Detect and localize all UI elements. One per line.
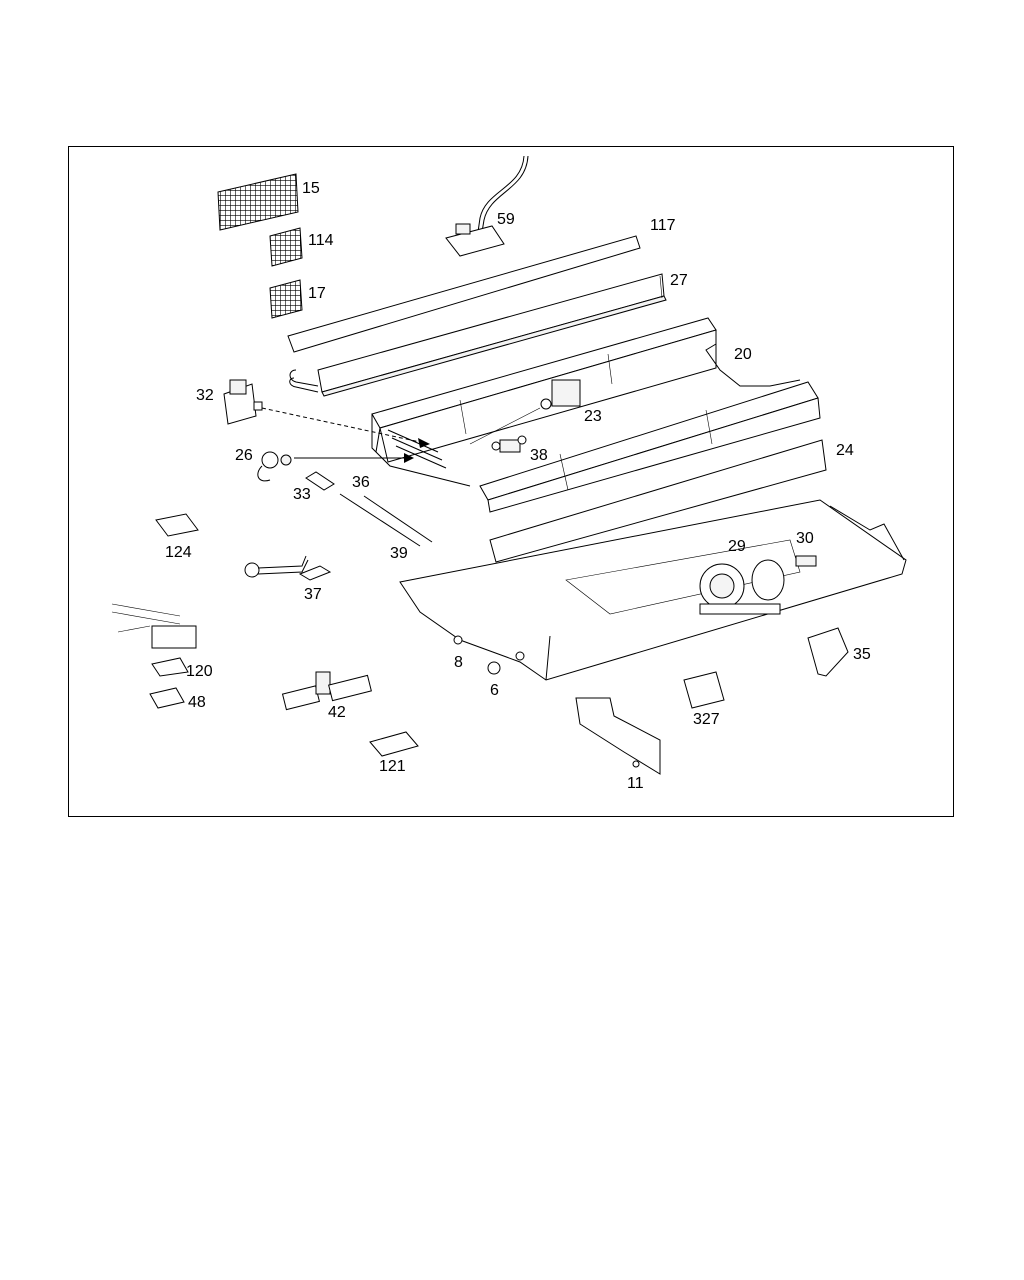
callout-26: 26 bbox=[235, 447, 253, 464]
part-38-valve bbox=[491, 435, 527, 453]
callout-42: 42 bbox=[328, 704, 346, 721]
callout-117: 117 bbox=[650, 217, 676, 234]
part-15-filter-mesh bbox=[217, 173, 299, 231]
part-48-gasket bbox=[149, 687, 185, 709]
callout-35: 35 bbox=[853, 646, 871, 663]
callout-20: 20 bbox=[734, 346, 752, 363]
callout-120: 120 bbox=[186, 663, 213, 680]
part-36-39-rods bbox=[339, 493, 433, 547]
callout-32: 32 bbox=[196, 387, 214, 404]
callout-24: 24 bbox=[836, 442, 854, 459]
part-42-fitting bbox=[281, 671, 372, 711]
part-17-mesh bbox=[269, 279, 303, 319]
callout-38: 38 bbox=[530, 447, 548, 464]
callout-15: 15 bbox=[302, 180, 320, 197]
part-11-duct-bracket bbox=[575, 697, 661, 775]
part-327-relay bbox=[683, 671, 725, 709]
part-24-cover bbox=[489, 439, 827, 563]
callout-121: 121 bbox=[379, 758, 406, 775]
callout-30: 30 bbox=[796, 530, 814, 547]
callout-48: 48 bbox=[188, 694, 206, 711]
callout-6: 6 bbox=[490, 682, 499, 699]
part-33-sleeve bbox=[305, 471, 335, 491]
part-8-nut bbox=[453, 635, 463, 645]
callout-327: 327 bbox=[693, 711, 720, 728]
callout-29: 29 bbox=[728, 538, 746, 555]
callout-36: 36 bbox=[352, 474, 370, 491]
callout-23: 23 bbox=[584, 408, 602, 425]
callout-124: 124 bbox=[165, 544, 192, 561]
callout-27: 27 bbox=[670, 272, 688, 289]
part-37-bolt bbox=[244, 555, 332, 581]
callout-39: 39 bbox=[390, 545, 408, 562]
part-124-bracket bbox=[155, 513, 199, 537]
callout-33: 33 bbox=[293, 486, 311, 503]
part-23-expansion-valve bbox=[469, 379, 581, 445]
part-base-plate bbox=[399, 499, 907, 681]
part-6-nut bbox=[487, 661, 501, 675]
part-121-bracket bbox=[369, 731, 419, 757]
callout-59: 59 bbox=[497, 211, 515, 228]
callout-37: 37 bbox=[304, 586, 322, 603]
part-26-sensor bbox=[257, 451, 414, 482]
callout-11: 11 bbox=[627, 775, 644, 792]
callout-8: 8 bbox=[454, 654, 463, 671]
part-27-evaporator-core bbox=[289, 273, 667, 397]
part-120-pipe-assembly bbox=[111, 603, 197, 677]
callout-114: 114 bbox=[308, 232, 334, 249]
part-35-bracket bbox=[807, 627, 849, 677]
part-59-sensor bbox=[445, 155, 529, 257]
part-117-strip bbox=[287, 235, 641, 353]
part-20-housing bbox=[371, 317, 821, 513]
diagram-frame bbox=[68, 146, 954, 817]
callout-17: 17 bbox=[308, 285, 326, 302]
part-29-blower bbox=[699, 559, 785, 615]
part-30-resistor bbox=[795, 555, 817, 567]
part-114-mesh bbox=[269, 227, 303, 267]
part-32-switch bbox=[223, 379, 430, 448]
